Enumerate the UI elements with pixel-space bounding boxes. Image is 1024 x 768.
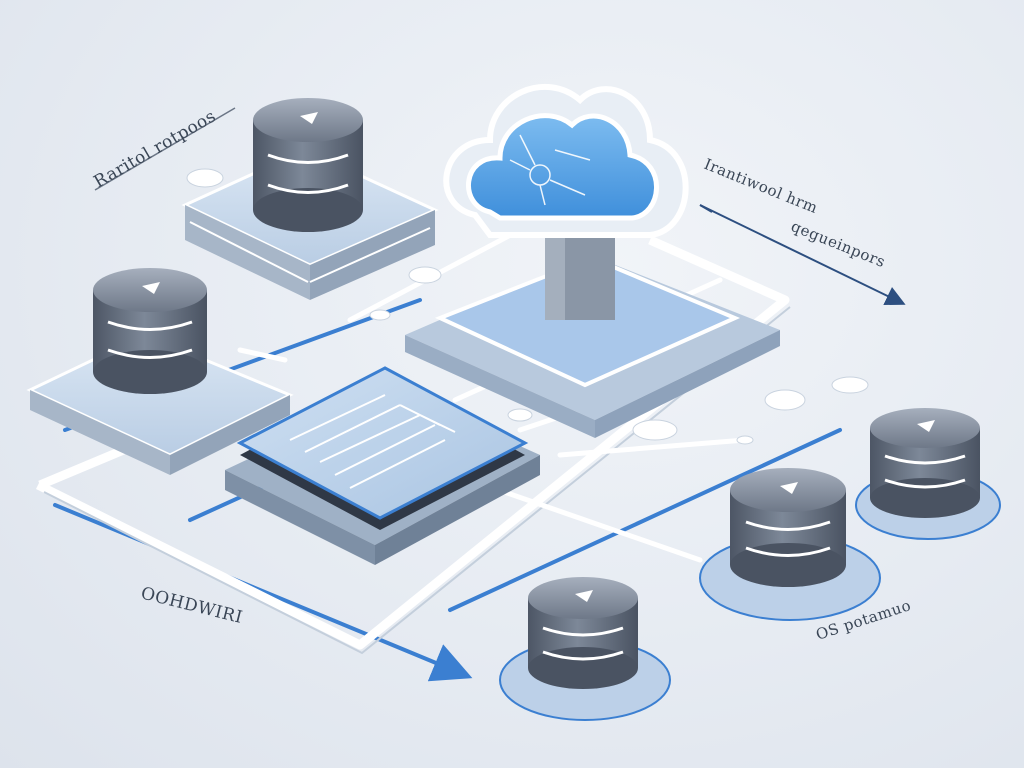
database-server-icon xyxy=(870,408,980,518)
label-bottom-left: OOHDWIRI xyxy=(139,583,245,628)
database-server-icon xyxy=(528,577,638,689)
database-server-icon xyxy=(730,468,846,587)
database-server-icon xyxy=(253,98,363,232)
database-server-icon xyxy=(93,268,207,394)
label-top-right-sub: qegueinpors xyxy=(789,217,889,271)
label-top-right: Irantiwool hrm xyxy=(702,155,821,217)
cloud-icon xyxy=(446,87,685,235)
